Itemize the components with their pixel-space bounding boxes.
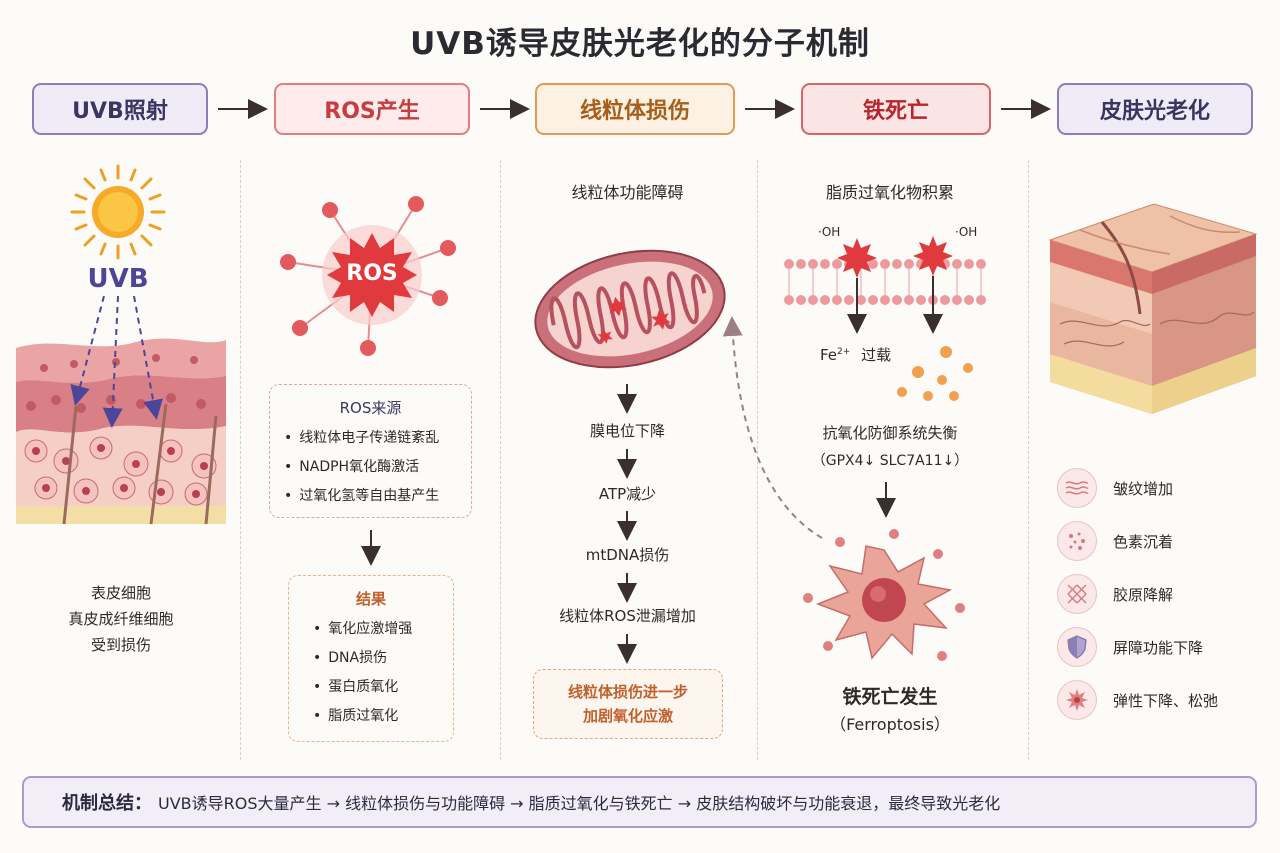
ferroptosis-english: （Ferroptosis）	[830, 715, 950, 734]
column-divider	[1028, 160, 1029, 760]
outcome-collagen: 胶原降解	[1057, 574, 1173, 614]
list-item: NADPH氧化酶激活	[270, 453, 471, 482]
step-ros-production: ROS产生	[274, 83, 470, 135]
down-arrow	[876, 482, 896, 518]
page-title: UVB诱导皮肤光老化的分子机制	[410, 26, 870, 62]
step-arrows	[218, 99, 1051, 119]
down-arrow	[617, 449, 637, 479]
ros-burst-icon	[280, 196, 456, 356]
iron-charge: 2+	[837, 347, 851, 357]
conclusion-line: 线粒体损伤进一步	[567, 683, 688, 701]
step-uvb-irradiation: UVB照射	[32, 83, 208, 135]
outcome-pigmentation: 色素沉着	[1057, 521, 1173, 561]
outcome-label: 弹性下降、松弛	[1113, 691, 1219, 710]
mito-chain-step: mtDNA损伤	[585, 546, 670, 564]
collagen-icon	[1057, 574, 1097, 614]
list-item: 线粒体电子传递链紊乱	[270, 424, 471, 453]
mito-heading: 线粒体功能障碍	[571, 183, 684, 202]
down-arrow	[617, 511, 637, 541]
uvb-label: UVB	[87, 264, 149, 294]
ros-sources-box: ROS来源 线粒体电子传递链紊乱 NADPH氧化酶激活 过氧化氢等自由基产生	[269, 384, 472, 518]
list-item: 氧化应激增强	[299, 615, 453, 644]
step-ferroptosis: 铁死亡	[801, 83, 991, 135]
mitochondrion-icon	[534, 249, 726, 369]
iron-symbol: Fe	[820, 346, 838, 364]
column-divider	[240, 160, 241, 760]
outcome-label: 屏障功能下降	[1113, 638, 1204, 657]
hydroxyl-label: ·OH	[955, 225, 978, 239]
uvb-rays	[70, 295, 163, 428]
summary-label: 机制总结：	[62, 793, 152, 814]
ferroptosis-occurs: 铁死亡发生	[842, 686, 938, 708]
outcome-label: 皱纹增加	[1113, 479, 1174, 498]
list-item: 蛋白质氧化	[299, 673, 453, 702]
feedback-arrow	[722, 316, 823, 539]
mito-chain-step: ATP减少	[598, 485, 657, 503]
pigment-icon	[1057, 521, 1097, 561]
mechanism-summary: 机制总结： UVB诱导ROS大量产生 → 线粒体损伤与功能障碍 → 脂质过氧化与…	[22, 776, 1257, 828]
caption-line: 真皮成纤维细胞	[68, 610, 174, 628]
outcome-wrinkles: 皱纹增加	[1057, 468, 1173, 508]
iron-overload-label: Fe2+ 过载	[820, 344, 891, 365]
ferroptotic-cell-icon	[803, 529, 965, 661]
aged-skin-block-illustration	[1048, 203, 1258, 414]
conclusion-line: 加剧氧化应激	[582, 707, 673, 725]
outcome-elasticity: 弹性下降、松弛	[1057, 680, 1218, 720]
ros-results-box: 结果 氧化应激增强 DNA损伤 蛋白质氧化 脂质过氧化	[288, 575, 454, 742]
down-arrow	[617, 634, 637, 664]
antioxidant-markers: （GPX4↓ SLC7A11↓）	[811, 453, 969, 469]
list-item: 过氧化氢等自由基产生	[270, 482, 471, 511]
step-mitochondrial-damage: 线粒体损伤	[535, 83, 735, 135]
column-divider	[757, 160, 758, 760]
shield-icon	[1057, 627, 1097, 667]
hydroxyl-label: ·OH	[818, 225, 841, 239]
list-item: DNA损伤	[299, 644, 453, 673]
sun-icon	[70, 164, 166, 260]
down-arrow	[617, 384, 637, 414]
skin-tissue-illustration	[16, 338, 226, 525]
mito-conclusion-box: 线粒体损伤进一步 加剧氧化应激	[533, 669, 723, 739]
lipid-heading: 脂质过氧化物积累	[825, 183, 954, 202]
summary-text: UVB诱导ROS大量产生 → 线粒体损伤与功能障碍 → 脂质过氧化与铁死亡 → …	[158, 794, 1001, 813]
list-item: 脂质过氧化	[299, 702, 453, 731]
outcome-label: 色素沉着	[1113, 532, 1174, 551]
down-arrow	[617, 573, 637, 603]
ros-label: ROS	[346, 261, 398, 286]
down-arrow	[361, 530, 381, 566]
antioxidant-imbalance: 抗氧化防御系统失衡	[822, 424, 958, 442]
elastic-icon	[1057, 680, 1097, 720]
caption-line: 受到损伤	[90, 636, 151, 654]
outcome-label: 胶原降解	[1113, 585, 1174, 604]
iron-particles	[897, 346, 973, 401]
step-skin-photoaging: 皮肤光老化	[1057, 83, 1253, 135]
column-divider	[500, 160, 501, 760]
mito-chain-step: 膜电位下降	[589, 422, 665, 440]
mito-chain-step: 线粒体ROS泄漏增加	[559, 607, 696, 625]
lipid-membrane-illustration	[784, 236, 986, 334]
ros-sources-title: ROS来源	[339, 399, 402, 417]
ros-results-title: 结果	[355, 590, 386, 608]
wrinkle-icon	[1057, 468, 1097, 508]
outcome-barrier: 屏障功能下降	[1057, 627, 1203, 667]
iron-overload-text: 过载	[861, 346, 892, 364]
caption-line: 表皮细胞	[90, 584, 151, 602]
